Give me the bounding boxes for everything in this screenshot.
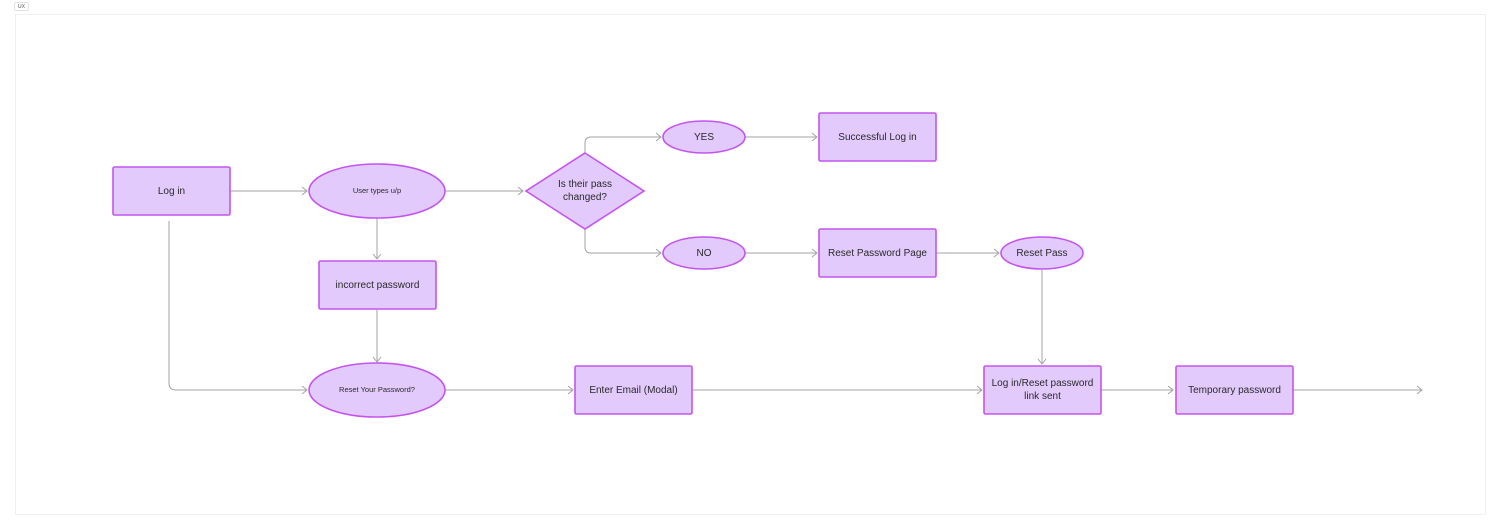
arrowhead [372,253,382,260]
arrowhead [372,356,382,363]
temporary-password-label: Temporary password [1188,384,1281,396]
link-sent-box[interactable] [983,365,1102,415]
incorrect-password-label: incorrect password [335,279,420,291]
reset-your-password-label: Reset Your Password? [339,385,415,395]
enter-email-box[interactable] [574,365,693,415]
decision-diamond[interactable] [524,152,646,230]
arrowhead [811,248,818,258]
user-types-label: User types u/p [352,186,402,196]
login-box[interactable] [112,166,231,216]
connectors [168,132,1423,395]
reset-pass-ellipse[interactable] [1000,236,1084,270]
reset-password-page-label: Reset Password Page [828,247,927,259]
successful-login-label: Successful Log in [838,131,917,143]
arrowhead [655,248,662,258]
no-ellipse[interactable] [662,236,746,270]
yes-ellipse[interactable] [662,120,746,154]
enter-email-label: Enter Email (Modal) [589,384,678,396]
successful-login-box[interactable] [818,112,937,162]
incorrect-password-box[interactable] [318,260,437,310]
arrowhead [1416,385,1423,395]
reset-your-password-ellipse[interactable] [308,362,446,418]
connector-decision-to-yes [584,136,661,153]
arrowhead [655,132,662,142]
reset-pass-label: Reset Pass [1016,247,1068,259]
frame-boundary [15,14,1486,515]
decision-label: Is their pass changed? [558,179,612,203]
arrowhead [301,385,308,395]
arrowhead [976,385,983,395]
connector-decision-to-no [584,229,661,254]
user-types-ellipse[interactable] [308,163,446,219]
no-label: NO [696,247,712,259]
arrowhead [811,132,818,142]
node-shapes [112,112,1294,418]
arrowhead [301,186,308,196]
link-sent-label: Log in/Reset password link sent [991,378,1094,402]
arrowhead [1167,385,1174,395]
arrowhead [517,186,524,196]
temporary-password-box[interactable] [1175,365,1294,415]
reset-password-page-box[interactable] [818,228,937,278]
arrowhead [567,385,574,395]
login-label: Log in [157,185,186,197]
connector-login-to-resetyourpassword [168,221,307,391]
yes-label: YES [693,131,714,143]
arrowhead [1037,358,1047,365]
arrowhead [993,248,1000,258]
frame-label[interactable]: UX [14,2,29,11]
